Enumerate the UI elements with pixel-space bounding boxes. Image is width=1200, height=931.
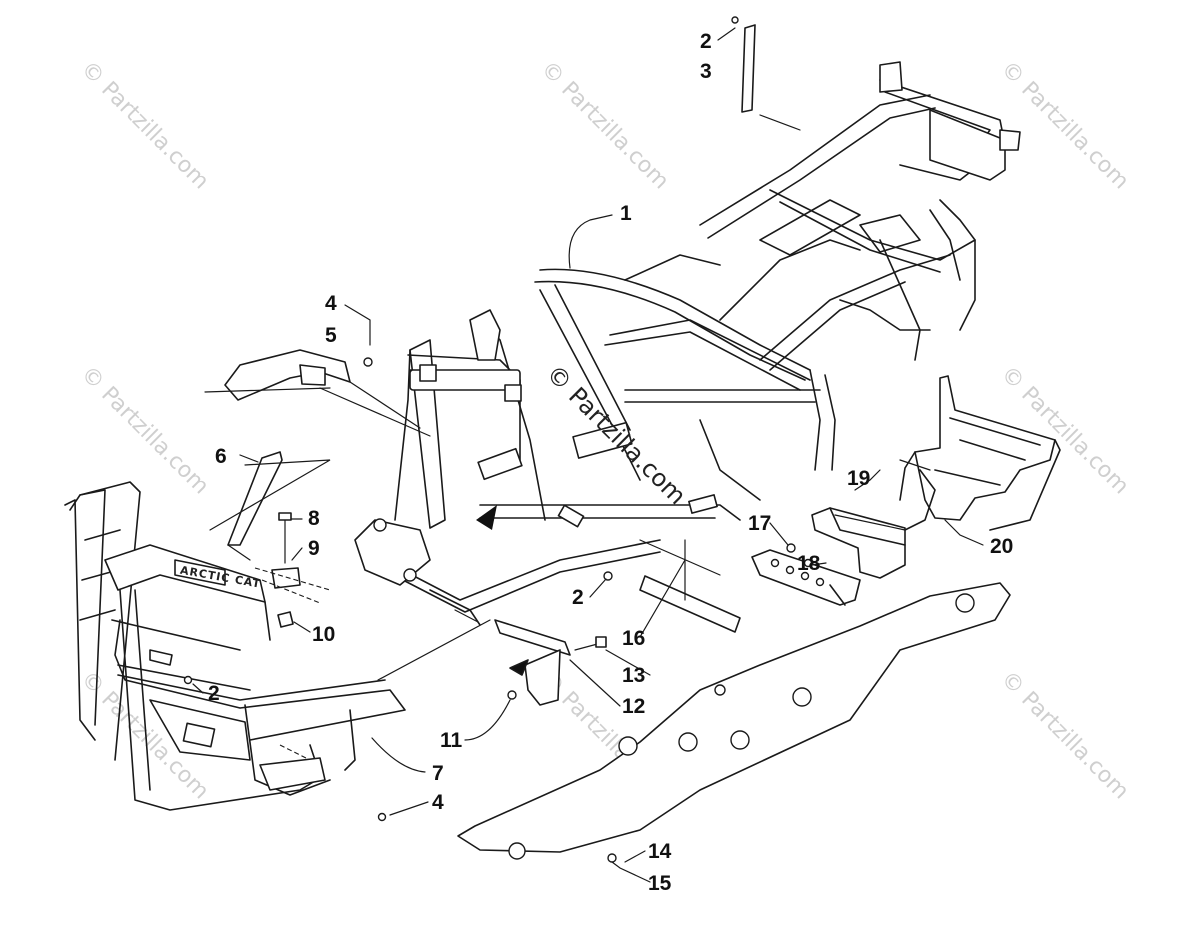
callout-10: 10: [312, 623, 335, 646]
callout-8: 8: [308, 507, 320, 530]
callout-17: 17: [748, 512, 771, 535]
callout-11: 11: [440, 729, 463, 752]
callout-5: 5: [325, 324, 337, 347]
screws: [183, 543, 813, 863]
callout-4: 4: [325, 292, 337, 315]
strap-bracket: [731, 16, 756, 113]
callout-3: 3: [700, 60, 712, 83]
watermark-tl: © Partzilla.com: [76, 57, 214, 195]
main-frame: [354, 61, 1021, 626]
callout-9: 9: [308, 537, 320, 560]
watermark-center: © Partzilla.com: [541, 359, 692, 510]
leader-lines: [192, 27, 984, 883]
callout-4-bumper: 4: [432, 791, 444, 814]
rear-bracket: [751, 469, 936, 606]
front-brace: [227, 451, 283, 546]
front-bumper: ARCTIC CAT: [64, 481, 406, 811]
callout-19: 19: [847, 467, 870, 490]
callout-15: 15: [648, 872, 672, 895]
front-mount-bracket: [224, 349, 373, 401]
watermark-tr: © Partzilla.com: [996, 57, 1134, 195]
callout-12: 12: [622, 695, 645, 718]
callout-2-bumper: 2: [208, 682, 220, 705]
callout-labels: 1 2 3 4 5 6 8 9 10 2 7 4 2 16 13 12 11 1…: [208, 30, 1013, 895]
watermark-tc: © Partzilla.com: [536, 57, 674, 195]
watermark-ml: © Partzilla.com: [76, 362, 214, 500]
callout-1: 1: [620, 202, 632, 225]
callout-6: 6: [215, 445, 227, 468]
callout-18: 18: [797, 552, 821, 575]
callout-13: 13: [622, 664, 645, 687]
callout-20: 20: [990, 535, 1013, 558]
callout-16: 16: [622, 627, 645, 650]
callout-14: 14: [648, 840, 672, 863]
skid-plate: [457, 582, 1011, 860]
callout-2-center: 2: [572, 586, 584, 609]
callout-2: 2: [700, 30, 712, 53]
rear-footwell-bracket: [899, 375, 1061, 531]
watermark-br: © Partzilla.com: [996, 667, 1134, 805]
callout-7: 7: [432, 762, 444, 785]
center-mount-hardware: [476, 505, 741, 706]
assembly-guide-lines: [204, 114, 931, 681]
bolt-hardware-8-9-10: [254, 512, 331, 628]
